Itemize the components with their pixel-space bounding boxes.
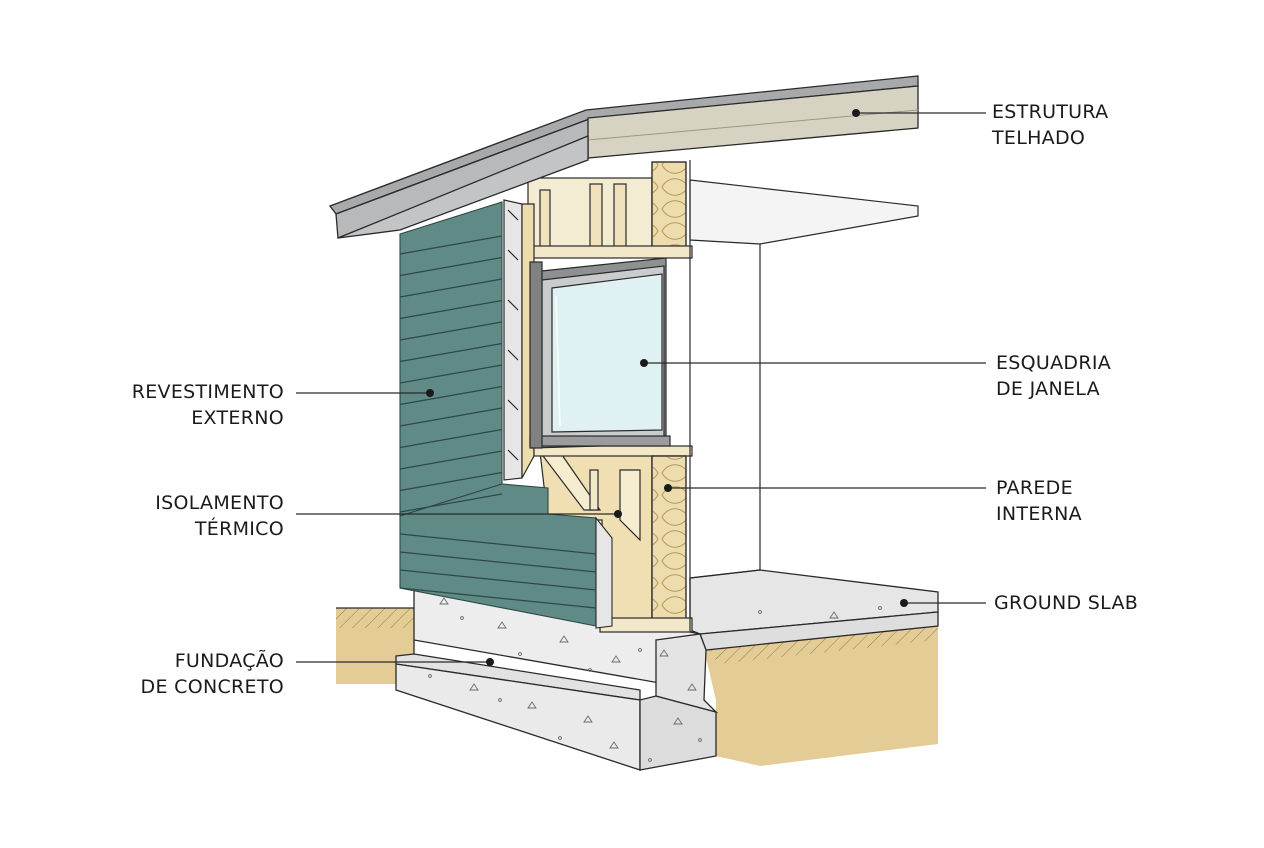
siding-board-line [399,493,503,513]
wall-core [503,160,693,633]
soil-left [336,607,414,684]
siding-board-line [399,385,503,406]
label-interior-wall-line1: PAREDE [996,477,1073,499]
exterior-cladding [399,201,613,629]
siding-board-line [399,256,503,277]
siding-board-line [399,364,503,384]
siding-board-line [399,278,503,298]
label-cladding-line1: REVESTIMENTO [132,381,284,403]
siding-board-line [399,428,503,449]
interior-room [689,179,919,579]
siding-board-line [399,235,503,255]
roof-structure [328,75,919,239]
concrete-foundation [395,569,939,771]
siding-board-line [399,533,597,555]
siding-board-lines [399,235,597,609]
window-frame [529,257,671,449]
leader-lines [296,109,986,666]
siding-board-line [399,587,597,609]
label-foundation-line1: FUNDAÇÃO [175,649,284,672]
label-window-line2: DE JANELA [996,378,1100,400]
label-roof-line2: TELHADO [991,127,1085,149]
label-foundation-line2: DE CONCRETO [141,676,284,698]
siding-board-line [399,551,597,573]
siding-board-line [399,342,503,363]
label-roof-line1: ESTRUTURA [992,101,1108,123]
siding-board-line [399,407,503,427]
concrete-aggregate [428,597,882,762]
label-insulation-line1: ISOLAMENTO [155,492,284,514]
label-interior-wall-line2: INTERNA [996,503,1082,525]
label-insulation-line2: TÉRMICO [194,517,284,540]
siding-board-line [399,299,503,320]
siding-board-line [399,321,503,341]
siding-board-line [399,471,503,492]
label-cladding-line2: EXTERNO [191,407,284,429]
siding-board-line [399,569,597,591]
label-window-line1: ESQUADRIA [996,352,1111,374]
siding-board-line [399,450,503,470]
label-ground-slab: GROUND SLAB [994,592,1138,614]
